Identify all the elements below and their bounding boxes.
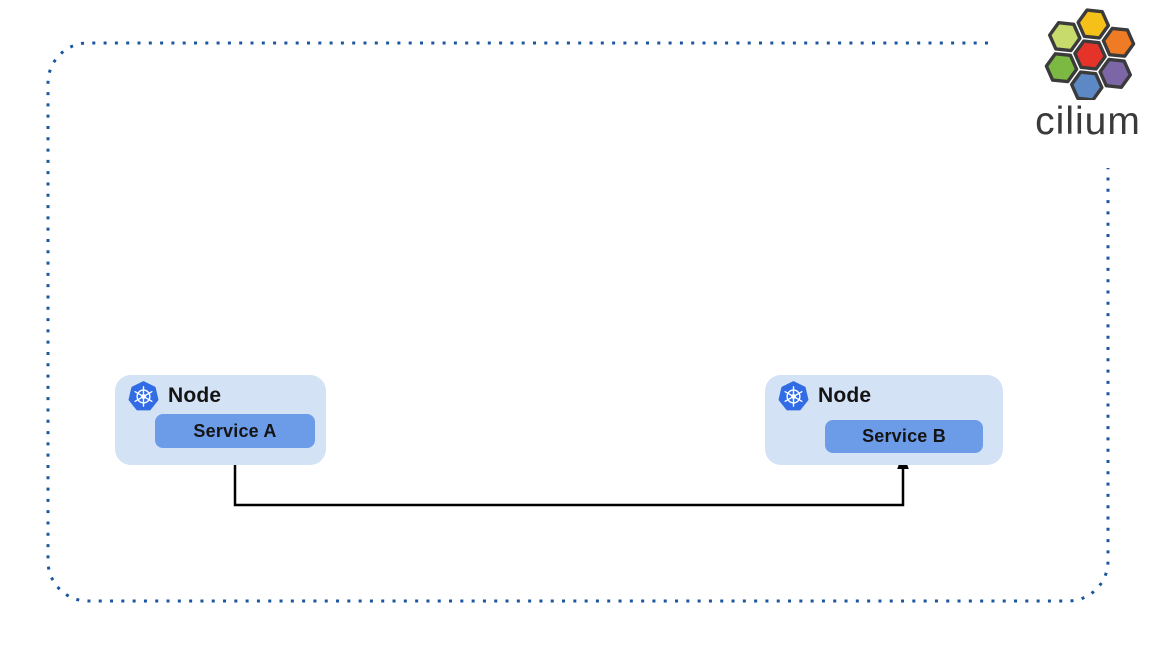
service-a-box: Service A xyxy=(155,414,315,448)
dotted-border xyxy=(46,41,1110,603)
hexagon-lower-right xyxy=(1098,57,1133,89)
kubernetes-icon xyxy=(128,380,159,410)
kubernetes-icon xyxy=(778,380,809,410)
cilium-wordmark: cilium xyxy=(1035,100,1141,143)
node-b-label: Node xyxy=(818,384,872,407)
cilium-hexagons-icon xyxy=(1044,8,1136,100)
cilium-logo: cilium xyxy=(1012,4,1157,146)
hexagon-bottom xyxy=(1069,70,1104,100)
node-b-header: Node xyxy=(765,375,1003,413)
hexagon-upper-left xyxy=(1047,21,1082,53)
node-a-header: Node xyxy=(115,375,326,413)
node-box-b: Node Service B xyxy=(765,375,1003,465)
service-a-label: Service A xyxy=(193,420,277,441)
node-box-a: Node Service A xyxy=(115,375,326,465)
hexagon-center xyxy=(1073,39,1107,71)
service-b-box: Service B xyxy=(825,420,983,453)
hexagon-lower-left xyxy=(1044,52,1079,84)
node-a-label: Node xyxy=(168,384,222,407)
hexagon-upper-right xyxy=(1101,26,1136,58)
service-b-label: Service B xyxy=(862,426,946,446)
hexagon-top xyxy=(1076,8,1111,40)
